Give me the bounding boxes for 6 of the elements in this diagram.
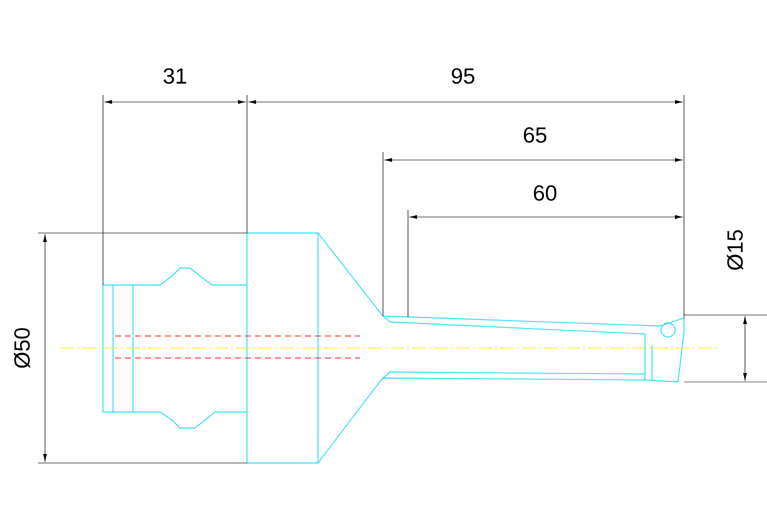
dimension-label: 60 [534, 185, 556, 201]
dimension-label: Ø15 [726, 230, 744, 270]
dimension-label: 65 [524, 127, 546, 143]
dimension-label: 95 [452, 68, 474, 84]
dimension-label: Ø50 [14, 328, 30, 368]
dimension-label: 31 [164, 68, 186, 84]
